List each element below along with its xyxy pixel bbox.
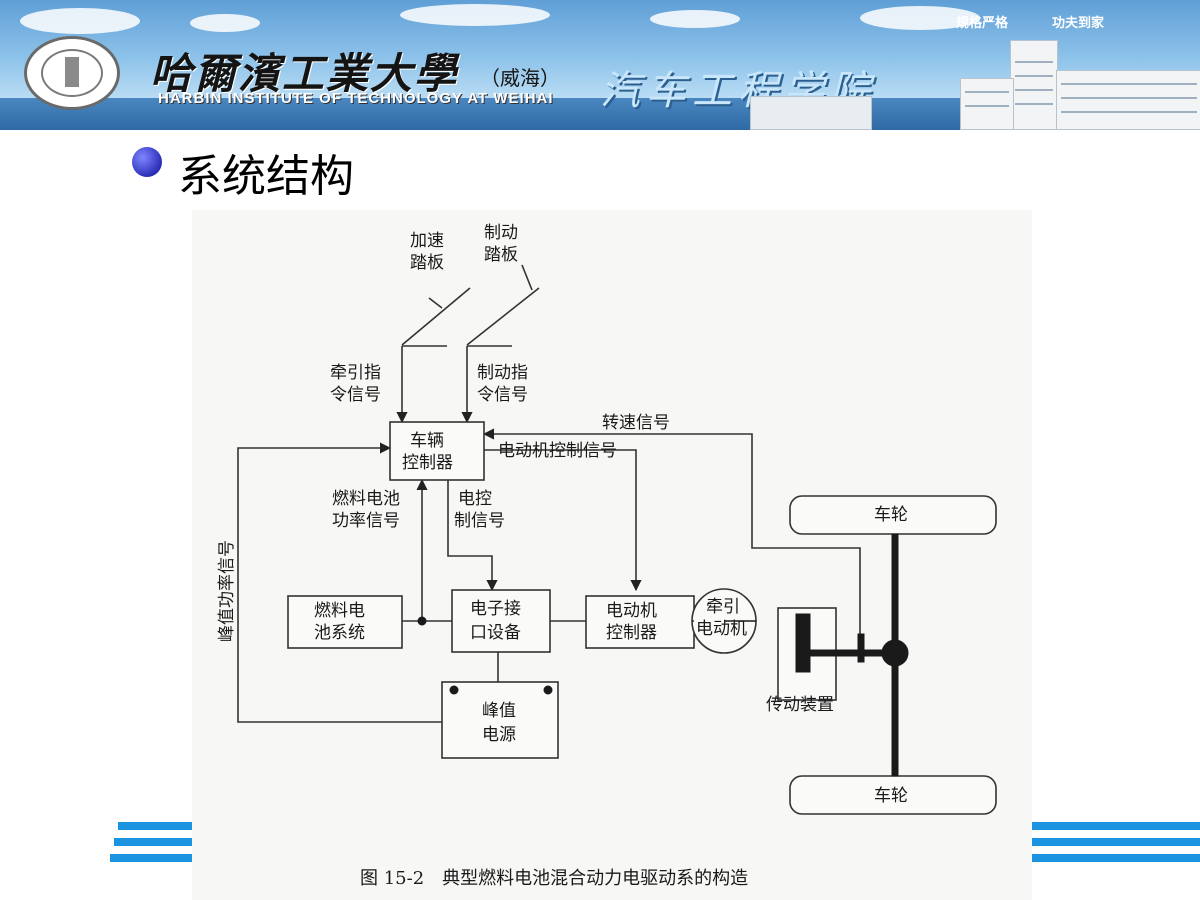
pedal-brake-label-1: 制动 [484,223,518,243]
peak-power-source-box [441,681,559,759]
fc-power-signal-label-1: 燃料电池 [332,489,400,509]
cloud-decoration [20,8,140,34]
motor-controller-label-1: 电动机 [606,601,657,621]
speed-signal-label: 转速信号 [602,413,670,433]
vehicle-controller-label-2: 控制器 [402,453,453,473]
terminal-dot [449,685,459,695]
motor-controller-box [585,595,695,649]
elec-control-signal-label-2: 制信号 [454,511,505,531]
peak-power-signal-label: 峰值功率信号 [217,540,237,642]
system-structure-diagram: 加速 踏板 制动 踏板 牵引指 令信号 制动指 令信号 转速信号 电动机控制信号… [192,210,1032,900]
stripe-decoration [110,854,194,862]
stripe-decoration [1032,854,1200,862]
transmission-gear [795,613,811,673]
stripe-decoration [118,822,194,830]
traction-signal-label-2: 令信号 [330,385,381,405]
slide-title: 系统结构 [178,151,354,202]
university-name-en: HARBIN INSTITUTE OF TECHNOLOGY AT WEIHAI [158,90,554,107]
motor-control-signal-line [484,449,642,592]
cloud-decoration [190,14,260,32]
pedal-accel-label-1: 加速 [410,231,444,251]
speed-sensor [857,633,865,663]
university-name-cn: 哈爾濱工業大學 [150,49,459,98]
header-banner: 哈爾濱工業大學 （威海） HARBIN INSTITUTE OF TECHNOL… [0,0,1200,130]
transmission-label: 传动装置 [766,695,834,715]
motor-control-signal-label: 电动机控制信号 [498,441,617,461]
terminal-dot [543,685,553,695]
vehicle-controller-label-1: 车辆 [410,431,444,451]
interface-label-1: 电子接 [470,599,521,619]
university-seal-logo [24,36,120,110]
traction-motor-label-2: 电动机 [696,619,747,639]
accel-pedal-pointer [428,297,443,309]
traction-signal-label-1: 牵引指 [330,363,381,383]
motor-controller-label-2: 控制器 [606,623,657,643]
brake-pedal-pointer [521,264,533,291]
cloud-decoration [860,6,980,30]
motto-left: 规格严格 [956,15,1009,30]
vehicle-controller-box [389,421,485,481]
bullet-icon [132,147,162,177]
brake-signal-label-2: 令信号 [477,385,528,405]
traction-motor-label-1: 牵引 [706,597,740,617]
stripe-decoration [1032,838,1200,846]
brake-signal-label-1: 制动指 [477,363,528,383]
figure-caption: 图 15-2 典型燃料电池混合动力电驱动系的构造 [360,868,748,889]
fuel-cell-system-box [287,595,403,649]
fuel-cell-label-1: 燃料电 [314,601,365,621]
differential-hub [881,639,909,667]
junction-dot [417,616,427,626]
building-wing-image [960,78,1014,130]
campus-name: （威海） [480,66,560,90]
electronic-interface-box [451,589,551,653]
peak-source-label-1: 峰值 [482,701,516,721]
drive-shaft [809,649,893,657]
stripe-decoration [114,838,194,846]
brake-pedal-line [466,287,540,346]
cloud-decoration [650,10,740,28]
cloud-decoration [400,4,550,26]
fuel-cell-label-2: 池系统 [314,623,365,643]
motto-right: 功夫到家 [1052,15,1105,30]
wheel-top-label: 车轮 [874,505,908,525]
plaza-columns-image [750,96,872,130]
main-building-image [1010,40,1058,130]
pedal-brake-label-2: 踏板 [484,245,518,265]
fc-power-signal-label-2: 功率信号 [332,511,400,531]
peak-source-label-2: 电源 [482,725,516,745]
stripe-decoration [1032,822,1200,830]
elec-control-signal-label-1: 电控 [458,489,492,509]
diagram-svg: 加速 踏板 制动 踏板 牵引指 令信号 制动指 令信号 转速信号 电动机控制信号… [217,223,997,889]
pedal-accel-label-2: 踏板 [410,253,444,273]
interface-label-2: 口设备 [470,623,521,643]
electronic-control-signal-line [447,480,498,592]
accel-pedal-line [401,287,471,346]
building-wing-image [1056,70,1200,130]
wheel-bottom-label: 车轮 [874,786,908,806]
peak-power-signal-line [237,442,442,723]
speed-signal-line [482,428,861,635]
